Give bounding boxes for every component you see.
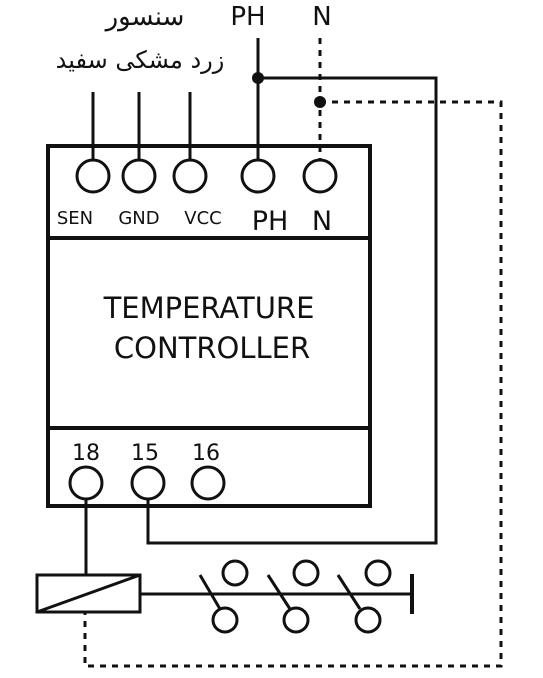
terminal-sen	[75, 158, 111, 194]
terminal-ph	[240, 158, 276, 194]
terminal-label-18: 18	[72, 441, 100, 466]
terminal-label-n: N	[312, 206, 332, 237]
terminal-18	[68, 465, 104, 501]
neutral-junction-dot	[314, 96, 326, 108]
controller-title-line2: CONTROLLER	[114, 331, 310, 365]
terminal-label-15: 15	[131, 441, 159, 466]
terminal-16	[190, 465, 226, 501]
terminal-n	[302, 158, 338, 194]
terminal-vcc	[172, 158, 208, 194]
contact-1-upper-terminal	[221, 559, 249, 587]
terminal-15	[130, 465, 166, 501]
contact-2-blade	[266, 574, 292, 610]
contact-1-lower-terminal	[211, 606, 239, 634]
contact-3-lower-terminal	[354, 606, 382, 634]
terminal-label-ph: PH	[252, 206, 289, 237]
controller-body	[46, 144, 372, 508]
wire-colors-label: زرد مشکی سفید	[56, 46, 225, 74]
terminal-gnd	[121, 158, 157, 194]
phase-wire-to-relay	[146, 76, 438, 545]
contact-2-lower-terminal	[282, 606, 310, 634]
phase-supply-label: PH	[230, 2, 265, 32]
contact-3-upper-terminal	[364, 559, 392, 587]
controller-title-line1: TEMPERATURE	[103, 291, 315, 325]
phase-junction-dot	[252, 72, 264, 84]
contact-1-blade	[198, 574, 222, 610]
terminal-label-sen: SEN	[57, 208, 93, 229]
terminal-label-16: 16	[192, 441, 220, 466]
terminal-label-vcc: VCC	[184, 208, 221, 229]
contact-3-blade	[336, 574, 362, 610]
neutral-supply-label: N	[312, 2, 331, 32]
terminal-label-gnd: GND	[118, 208, 159, 229]
coil-diagonal	[36, 573, 141, 614]
contact-2-upper-terminal	[292, 559, 320, 587]
sensor-label: سنسور	[104, 2, 185, 32]
neutral-wire-loop	[83, 100, 503, 668]
